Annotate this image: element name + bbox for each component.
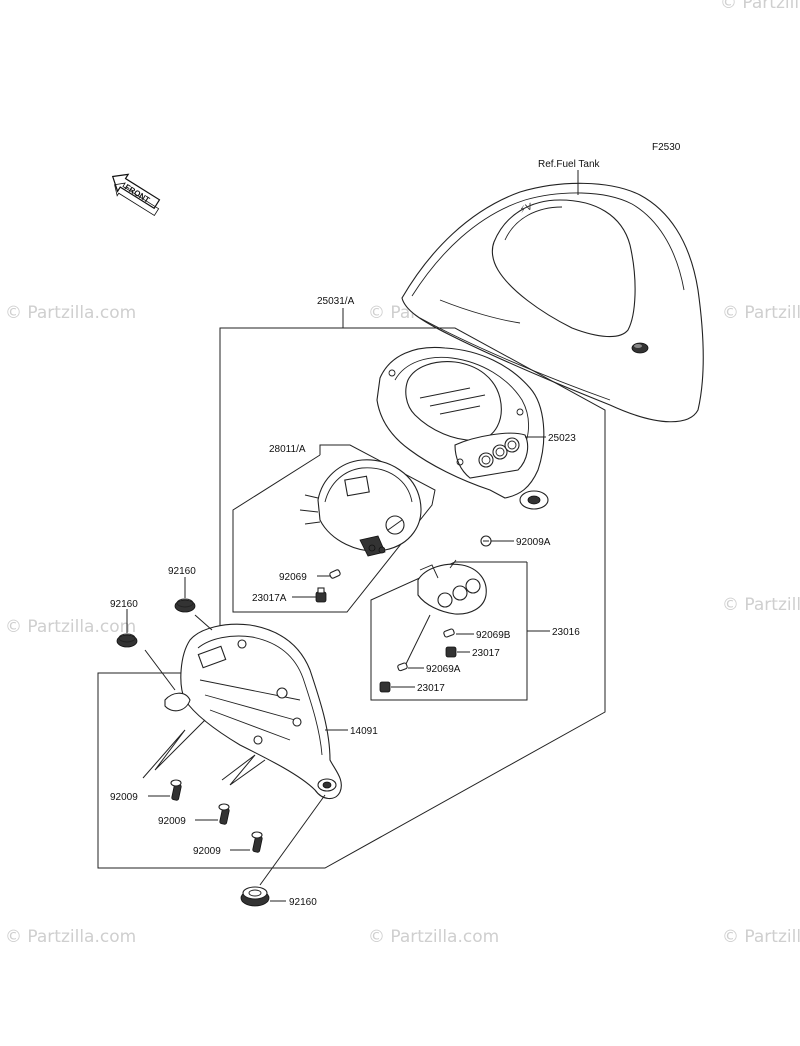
label-23017: 23017 <box>472 648 500 659</box>
fuel-tank-cover: ⚡V <box>401 182 704 423</box>
watermark: © Partzilla.com <box>722 595 800 615</box>
label-92069A: 92069A <box>426 664 461 675</box>
socket-23017A <box>315 587 327 603</box>
screw-92009 <box>142 719 206 801</box>
screw-92009 <box>251 831 263 853</box>
watermark: © Partzilla.com <box>5 617 136 637</box>
label-92009A: 92009A <box>516 537 551 548</box>
meter-assembly-outline <box>97 308 606 869</box>
watermark: © Partzilla.com <box>368 927 499 947</box>
label-25023: 25023 <box>548 433 576 444</box>
watermark: © Partzilla.com <box>0 0 111 1</box>
watermark: © Partzilla.com <box>722 927 800 947</box>
meter-bezel <box>376 346 549 510</box>
grommet-92160 <box>116 633 138 648</box>
label-14091: 14091 <box>350 726 378 737</box>
front-arrow-icon: FRONT <box>111 173 161 217</box>
label-23017: 23017 <box>417 683 445 694</box>
indicator-assembly <box>370 559 528 701</box>
grommet-92160 <box>174 598 196 613</box>
label-23016: 23016 <box>552 627 580 638</box>
label-92160: 92160 <box>110 599 138 610</box>
socket-23017 <box>379 681 391 693</box>
socket-23017 <box>445 646 457 658</box>
speedometer-unit <box>232 444 436 613</box>
meter-case <box>144 614 342 886</box>
screw-92009A <box>480 535 492 547</box>
svg-text:⚡V: ⚡V <box>519 202 535 216</box>
label-92009: 92009 <box>193 846 221 857</box>
label-92160: 92160 <box>168 566 196 577</box>
watermark: © Partzilla.com <box>5 303 136 323</box>
watermark: © Partzilla.com <box>720 0 800 13</box>
label-92160: 92160 <box>289 897 317 908</box>
screw-92009 <box>218 754 266 825</box>
label-92069B: 92069B <box>476 630 511 641</box>
label-25031: 25031/A <box>317 296 355 307</box>
watermark: © Partzilla.com <box>5 927 136 947</box>
diagram-id: F2530 <box>652 142 681 153</box>
bulb-92069 <box>329 569 341 579</box>
label-92009: 92009 <box>158 816 186 827</box>
bulb-92069B <box>443 628 455 638</box>
ref-fuel-tank-label: Ref.Fuel Tank <box>538 159 601 170</box>
watermark: © Partzilla.com <box>360 0 491 1</box>
bulb-92069A <box>397 662 408 672</box>
grommet-92160 <box>240 886 270 907</box>
label-92009: 92009 <box>110 792 138 803</box>
label-92069: 92069 <box>279 572 307 583</box>
label-23017A: 23017A <box>252 593 287 604</box>
watermark: © Partzilla.com <box>722 303 800 323</box>
label-28011: 28011/A <box>269 444 306 455</box>
